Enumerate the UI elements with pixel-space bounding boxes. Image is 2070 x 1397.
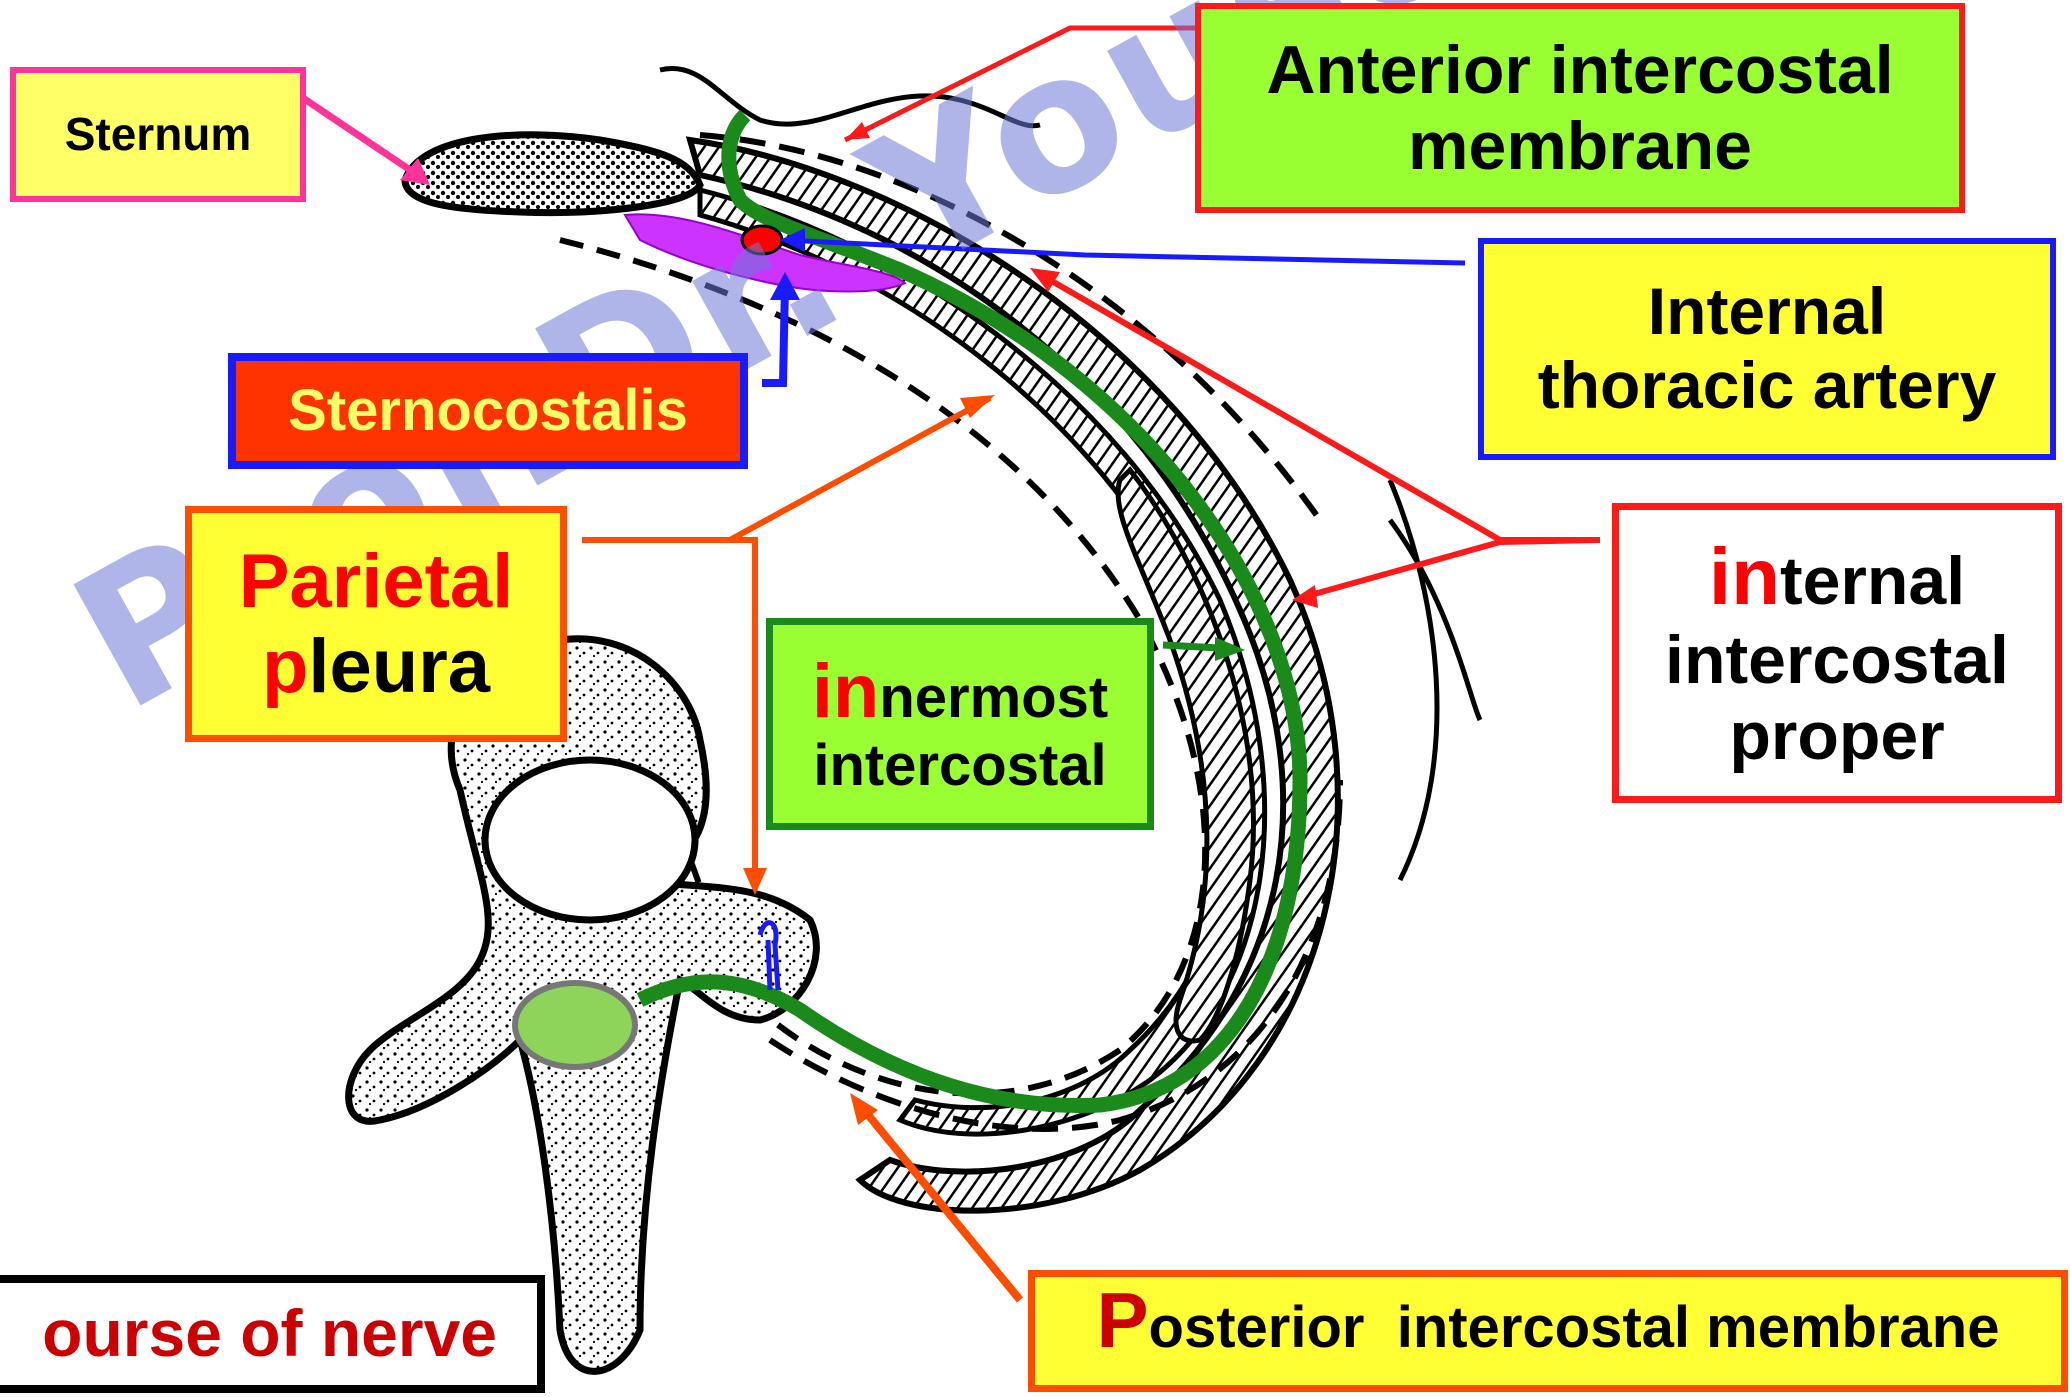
sternum-label: Sternum (10, 67, 306, 202)
internal-thoracic-label: Internal thoracic artery (1478, 238, 2056, 460)
internal-intercostal-line1-rest: ternal (1780, 543, 1965, 619)
pleura-arrow-line-lower (730, 540, 755, 880)
internal-thoracic-artery-dot (742, 226, 782, 254)
innermost-line1-rest: nermost (879, 665, 1108, 730)
sternocostalis-text: Sternocostalis (288, 379, 688, 444)
parietal-line2-rest: leura (308, 624, 490, 709)
innermost-label: innermost intercostal (766, 618, 1154, 830)
anterior-membrane-arrowhead (845, 122, 870, 140)
posterior-first: P (1097, 1277, 1149, 1364)
anterior-membrane-line1: Anterior intercostal (1266, 32, 1893, 108)
sternum-text: Sternum (65, 109, 252, 161)
sternocostalis-label: Sternocostalis (228, 353, 748, 469)
course-of-nerve-label: ourse of nerve (0, 1275, 545, 1393)
internal-intercostal-line3: proper (1729, 698, 1944, 774)
parietal-pleura-label: Parietal pleura (185, 506, 567, 742)
sternum-arrow-line (300, 96, 425, 180)
spinal-cord (515, 983, 635, 1067)
innermost-line1: innermost (812, 649, 1108, 734)
sternum-bone (405, 135, 700, 213)
internal-intercostal-line1: internal (1709, 532, 1965, 622)
posterior-rest: osterior intercostal membrane (1149, 1296, 2000, 1361)
parietal-line2: pleura (262, 624, 490, 709)
internal-thoracic-line2: thoracic artery (1538, 349, 1997, 423)
internal-intercostal-line2: intercostal (1665, 622, 2009, 698)
top-skin-line (660, 68, 1040, 125)
parietal-line2-first: p (262, 624, 308, 709)
internal-intercostal-arrow-line-2 (1300, 540, 1600, 598)
vertebral-disc (485, 760, 695, 920)
outer-skin-line (1390, 480, 1480, 880)
parietal-line1: Parietal (239, 539, 514, 624)
anterior-membrane-line2: membrane (1408, 108, 1752, 184)
internal-intercostal-label: internal intercostal proper (1612, 503, 2062, 803)
course-of-nerve-text: ourse of nerve (42, 1297, 497, 1371)
innermost-arrow-line (1163, 645, 1220, 648)
anterior-membrane-label: Anterior intercostal membrane (1195, 3, 1965, 213)
internal-thoracic-line1: Internal (1648, 275, 1886, 349)
internal-intercostal-line1-first: in (1709, 532, 1780, 621)
innermost-line1-first: in (812, 649, 880, 734)
innermost-line2: intercostal (813, 734, 1106, 799)
